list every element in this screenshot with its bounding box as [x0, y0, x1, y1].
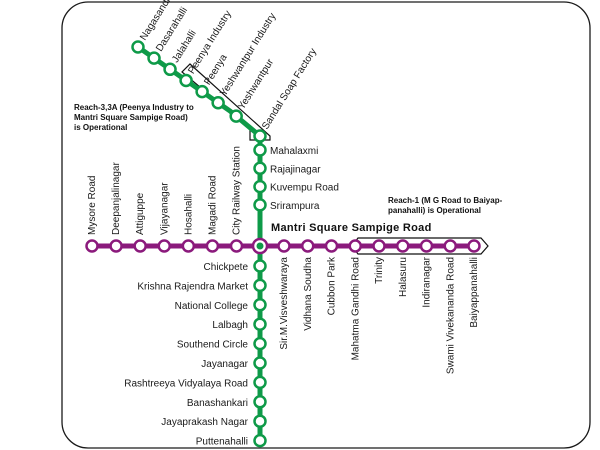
station-marker-southend-circle[interactable]: [253, 336, 267, 351]
station-marker-mysore-road[interactable]: [85, 239, 99, 253]
reach3-note: Reach-3,3A (Peenya Industry to Mantri Sq…: [74, 103, 196, 132]
station-marker-cubbon-park[interactable]: [324, 239, 339, 253]
station-marker-yeshwantpur[interactable]: [229, 109, 243, 123]
station-marker-vidhana-soudha[interactable]: [301, 239, 315, 253]
station-label[interactable]: Southend Circle: [177, 340, 249, 351]
map-frame: [61, 1, 591, 449]
interchange-station-label[interactable]: Mantri Square Sampige Road: [271, 222, 432, 234]
station-label[interactable]: Cubbon Park: [327, 256, 338, 315]
station-label[interactable]: Mahatma Gandhi Road: [350, 257, 361, 360]
reach1-note: Reach-1 (M G Road to Baiyap- panahalli) …: [388, 196, 504, 215]
station-label[interactable]: Indiranagar: [422, 256, 433, 307]
station-label[interactable]: Jayanagar: [201, 359, 248, 370]
reach3-note-line: Reach-3,3A (Peenya Industry to: [74, 103, 194, 112]
station-label[interactable]: Vijayanagar: [159, 182, 170, 235]
station-marker-kuvempu-road[interactable]: [253, 179, 267, 194]
station-label[interactable]: Swami Vivekananda Road: [445, 257, 456, 374]
station-label[interactable]: Mysore Road: [87, 176, 98, 235]
reach3-callout-outline: [181, 63, 271, 141]
station-label[interactable]: Rajajinagar: [270, 164, 321, 175]
station-label[interactable]: Puttenahalli: [196, 437, 248, 448]
station-label[interactable]: Lalbagh: [212, 320, 248, 331]
station-label[interactable]: Trinity: [374, 257, 385, 284]
station-label[interactable]: Krishna Rajendra Market: [137, 281, 248, 292]
station-marker-national-college[interactable]: [253, 298, 267, 312]
station-label[interactable]: Halasuru: [398, 257, 409, 297]
reach1-callout-outline: [351, 237, 489, 255]
station-label[interactable]: Baiyappanahalli: [469, 257, 480, 328]
station-label[interactable]: National College: [175, 301, 249, 312]
station-marker-hosahalli[interactable]: [181, 239, 196, 253]
station-marker-deepanjalinagar[interactable]: [109, 239, 123, 253]
reach3-note-line: Mantri Square Sampige Road): [74, 113, 188, 122]
station-marker-jayaprakash-nagar[interactable]: [253, 414, 267, 428]
station-marker-peenya[interactable]: [195, 84, 209, 99]
interchange-station-core: [256, 242, 264, 250]
station-marker-mahalaxmi[interactable]: [253, 143, 267, 157]
reach1-note-line: Reach-1 (M G Road to Baiyap-: [388, 196, 503, 205]
station-marker-magadi-road[interactable]: [205, 239, 220, 253]
station-marker-attiguppe[interactable]: [133, 239, 147, 253]
station-marker-vijayanagar[interactable]: [157, 239, 171, 253]
station-marker-banashankari[interactable]: [253, 395, 267, 409]
station-label[interactable]: Hosahalli: [183, 194, 194, 235]
station-marker-nagasandra[interactable]: [131, 40, 145, 54]
station-marker-jayanagar[interactable]: [253, 356, 267, 370]
station-label[interactable]: Magadi Road: [207, 176, 218, 235]
station-marker-peenya-industry[interactable]: [179, 73, 193, 88]
station-label[interactable]: Banashankari: [187, 398, 248, 409]
station-marker-dasarahalli[interactable]: [147, 51, 161, 65]
station-marker-rajajinagar[interactable]: [253, 161, 267, 176]
station-marker-halasuru[interactable]: [396, 239, 410, 253]
station-marker-swami-vivekananda-road[interactable]: [443, 239, 457, 253]
station-marker-sir-m-visveshwaraya[interactable]: [277, 239, 291, 253]
station-marker-puttenahalli[interactable]: [253, 433, 267, 448]
station-label[interactable]: Chickpete: [204, 262, 249, 273]
station-marker-jalahalli[interactable]: [163, 62, 177, 77]
station-marker-rashtreeya-vidyalaya-road[interactable]: [253, 375, 267, 390]
station-label[interactable]: Vidhana Soudha: [303, 257, 314, 331]
stations-layer: [85, 40, 481, 448]
station-marker-indiranagar[interactable]: [419, 239, 434, 253]
station-label[interactable]: Srirampura: [270, 201, 320, 212]
station-marker-srirampura[interactable]: [253, 198, 267, 212]
station-label[interactable]: City Railway Station: [232, 146, 243, 235]
station-marker-yeshwantpur-industry[interactable]: [211, 95, 225, 110]
station-marker-lalbagh[interactable]: [253, 317, 267, 331]
station-label[interactable]: Mahalaxmi: [270, 146, 318, 157]
station-label[interactable]: Sir.M.Visveshwaraya: [279, 257, 290, 350]
station-marker-sandal-soap-factory[interactable]: [253, 129, 267, 143]
station-marker-city-railway-station[interactable]: [229, 239, 244, 253]
station-marker-baiyappanahalli[interactable]: [467, 239, 481, 253]
station-marker-chickpete[interactable]: [253, 259, 267, 273]
station-marker-mahatma-gandhi-road[interactable]: [348, 239, 362, 253]
station-marker-krishna-rajendra-market[interactable]: [253, 278, 267, 293]
station-label[interactable]: Kuvempu Road: [270, 183, 339, 194]
reach1-note-line: panahalli) is Operational: [388, 206, 481, 215]
station-label[interactable]: Jayaprakash Nagar: [161, 417, 248, 428]
station-label[interactable]: Deepanjalinagar: [111, 161, 122, 235]
reach3-note-line: is Operational: [74, 123, 127, 132]
station-marker-trinity[interactable]: [372, 239, 386, 253]
station-label[interactable]: Attiguppe: [135, 192, 146, 235]
station-label[interactable]: Rashtreeya Vidyalaya Road: [124, 378, 248, 389]
